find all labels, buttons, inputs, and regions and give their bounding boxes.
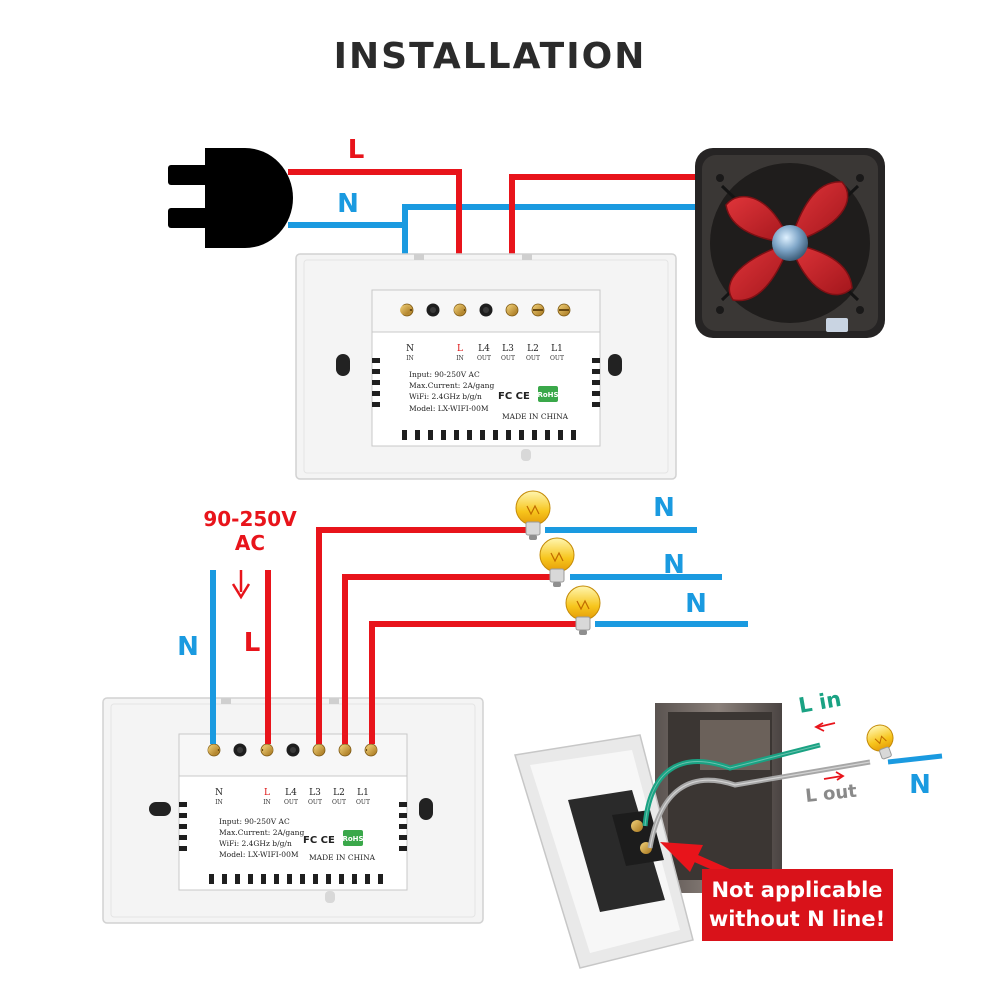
terminal-sub-n: IN xyxy=(406,355,414,362)
switch-module-top: N IN L IN L4 OUT L3 OUT L2 OUT L1 OUT In… xyxy=(295,253,677,480)
spec-input: Input: 90-250V AC xyxy=(409,370,480,379)
inset-neutral-label: N xyxy=(909,770,931,800)
warning-box: Not applicable without N line! xyxy=(702,869,893,941)
terminal-label-l3: L3 xyxy=(502,344,514,354)
neutral-label-top: N xyxy=(337,189,359,219)
lamp3-bulb-icon xyxy=(565,585,601,635)
live-label-top: L xyxy=(348,135,365,165)
live-label-bottom: L xyxy=(244,628,261,658)
terminal-sub-l: IN xyxy=(456,355,464,362)
l1-out-wire xyxy=(369,621,580,744)
spec-model-b: Model: LX-WIFI-00M xyxy=(219,850,299,859)
inset-bulb-icon xyxy=(866,724,894,760)
l2-out-wire xyxy=(342,574,555,744)
page-title: INSTALLATION xyxy=(334,36,647,77)
spec-input-b: Input: 90-250V AC xyxy=(219,817,290,826)
svg-text:RoHS: RoHS xyxy=(342,835,363,843)
origin-text: MADE IN CHINA xyxy=(502,412,569,421)
l-in-arrow-icon xyxy=(814,722,836,732)
supply-voltage-label: 90-250V xyxy=(203,507,297,531)
rohs-badge: RoHS xyxy=(537,386,559,402)
inset-l-in-label: L in xyxy=(797,687,843,718)
terminal-label-l: L xyxy=(457,344,463,354)
switch-module-bottom: N IN L IN L4 OUT L3 OUT L2 OUT L1 OUT In… xyxy=(102,697,484,924)
terminal-label-l2: L2 xyxy=(527,344,539,354)
lamp3-neutral-label: N xyxy=(685,589,707,619)
terminal-label-l2-b: L2 xyxy=(333,788,345,798)
svg-text:RoHS: RoHS xyxy=(537,391,558,399)
top-wiring-diagram: L N xyxy=(168,135,885,480)
terminal-sub-l4-b: OUT xyxy=(284,799,298,806)
terminal-sub-l-b: IN xyxy=(263,799,271,806)
origin-text-b: MADE IN CHINA xyxy=(309,853,376,862)
cert-marks: FC CE xyxy=(498,391,530,402)
spec-current: Max.Current: 2A/gang xyxy=(409,381,495,390)
lamp1-bulb-icon xyxy=(515,490,551,540)
warning-line2: without N line! xyxy=(709,907,885,931)
terminal-label-n-b: N xyxy=(215,788,223,798)
bottom-wiring-diagram: 90-250V AC N L xyxy=(102,490,748,924)
l3-out-wire xyxy=(316,527,530,744)
inset-l-out-label: L out xyxy=(804,781,858,807)
terminal-label-l4-b: L4 xyxy=(285,788,297,798)
cert-marks-b: FC CE xyxy=(303,835,335,846)
spec-wifi: WiFi: 2.4GHz b/g/n xyxy=(409,392,482,401)
terminal-label-l1-b: L1 xyxy=(357,788,369,798)
terminal-sub-l2: OUT xyxy=(526,355,540,362)
warning-line1: Not applicable xyxy=(711,878,882,902)
spec-model: Model: LX-WIFI-00M xyxy=(409,404,489,413)
terminal-label-l4: L4 xyxy=(478,344,490,354)
terminal-sub-n-b: IN xyxy=(215,799,223,806)
terminal-sub-l3: OUT xyxy=(501,355,515,362)
terminal-sub-l1: OUT xyxy=(550,355,564,362)
terminal-label-l-b: L xyxy=(264,788,270,798)
terminal-label-l3-b: L3 xyxy=(309,788,321,798)
inset-l-in-wire xyxy=(642,742,821,827)
rohs-badge-b: RoHS xyxy=(342,830,364,846)
inset-wall-switch-photo: L in L out N Not applicable without N li… xyxy=(514,687,943,969)
power-plug-icon xyxy=(168,148,293,248)
exhaust-fan-icon xyxy=(695,148,885,338)
lamp1-neutral-label: N xyxy=(653,493,675,523)
terminal-label-n: N xyxy=(406,344,414,354)
inset-neutral-wire xyxy=(887,753,943,765)
terminal-sub-l4: OUT xyxy=(477,355,491,362)
l-out-arrow-icon xyxy=(823,771,845,781)
lamp2-bulb-icon xyxy=(539,537,575,587)
terminal-sub-l1-b: OUT xyxy=(356,799,370,806)
lamp2-neutral-label: N xyxy=(663,550,685,580)
terminal-sub-l2-b: OUT xyxy=(332,799,346,806)
neutral-label-bottom: N xyxy=(177,632,199,662)
supply-ac-label: AC xyxy=(235,531,265,555)
terminal-sub-l3-b: OUT xyxy=(308,799,322,806)
terminal-label-l1: L1 xyxy=(551,344,563,354)
supply-arrow-icon xyxy=(231,570,251,600)
spec-wifi-b: WiFi: 2.4GHz b/g/n xyxy=(219,839,292,848)
spec-current-b: Max.Current: 2A/gang xyxy=(219,828,305,837)
